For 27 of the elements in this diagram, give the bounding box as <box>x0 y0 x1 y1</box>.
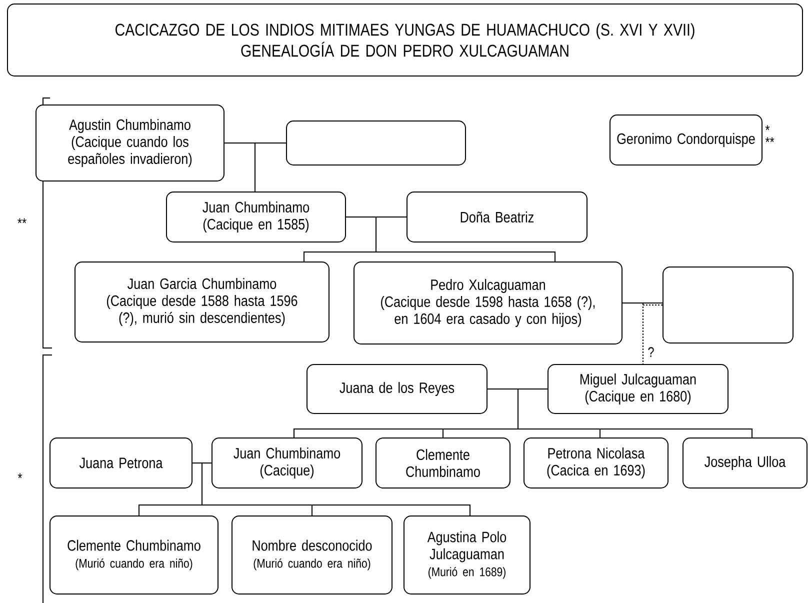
empty-box <box>286 120 466 166</box>
person-box: Juana de los Reyes <box>306 364 488 414</box>
edge-label: ? <box>646 346 656 358</box>
descent-line <box>642 304 663 364</box>
bracket-label: ** <box>18 218 26 224</box>
person-box: Juan Chumbinamo (Cacique en 1585) <box>166 192 346 242</box>
person-box: Nombre desconocido (Murió cuando era niño) <box>232 516 392 594</box>
footnote-mark: ** <box>765 137 774 142</box>
person-box: Juana Petrona <box>50 438 192 488</box>
footnote-mark: * <box>765 125 770 130</box>
person-box: Juan Garcia Chumbinamo (Cacique desde 1588 hasta 1596 (?), murió sin descendientes) <box>74 262 330 342</box>
person-box: Miguel Julcaguaman (Cacique en 1680) <box>548 364 728 414</box>
person-box: Petrona Nicolasa (Cacica en 1693) <box>524 438 668 488</box>
person-box: Josepha Ulloa <box>682 438 808 488</box>
descent-line <box>254 142 286 192</box>
person-box: Pedro Xulcaguaman (Cacique desde 1598 hasta 1658 (?), en 1604 era casado y con hijos) <box>354 262 622 344</box>
marriage-line <box>622 302 663 304</box>
empty-box <box>662 266 794 344</box>
person-box: Agustina Polo Julcaguaman (Murió en 1689) <box>404 516 530 594</box>
bracket-label: * <box>18 473 22 478</box>
title-box: CACICAZGO DE LOS INDIOS MITIMAES YUNGAS DE HUAMACHUCO (S. XVI Y XVII) GENEALOGÍA DE DON PEDRO XULCAGUAMAN <box>7 4 803 76</box>
person-box: Clemente Chumbinamo (Murió cuando era niño) <box>50 516 218 594</box>
person-box: Clemente Chumbinamo <box>376 438 510 488</box>
person-box: Agustin Chumbinamo (Cacique cuando los españoles invadieron) <box>36 104 224 182</box>
person-box: Juan Chumbinamo (Cacique) <box>212 438 362 488</box>
person-box: Doña Beatriz <box>406 192 588 242</box>
person-box: Geronimo Condorquispe <box>610 114 762 166</box>
